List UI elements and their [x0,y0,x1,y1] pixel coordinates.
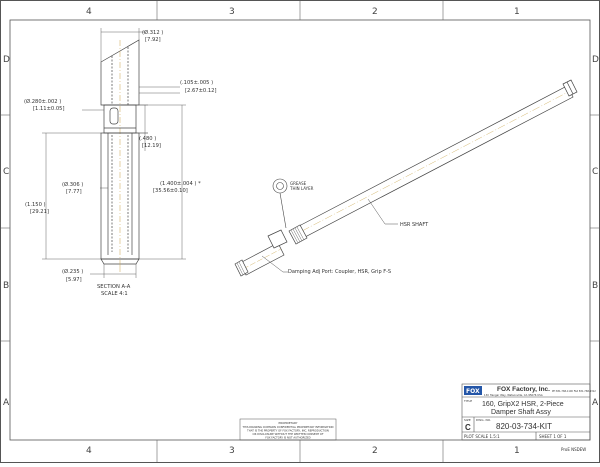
title-block [461,383,591,441]
company-phone: PH 831-768-1100 FAX 831-768-9312 [552,390,596,393]
sheet-count: SHEET 1 OF 1 [539,434,567,439]
zone-row-a-right: A [592,398,599,408]
grease-symbol [272,178,288,229]
hsr-shaft-label: HSR SHAFT [400,222,429,228]
section-view [100,39,140,272]
dim-dia-306: (Ø.306 ) [62,181,83,188]
company-address: 130 Hangar Way, Watsonville, CA 95076 US… [484,393,543,397]
zone-row-c-right: C [592,167,598,177]
zone-row-d-left: D [3,55,10,65]
callout-leaders [261,198,398,273]
confidential-box [239,418,337,441]
grease-label-1: GREASE [290,181,307,186]
shaft-assembly [234,79,578,277]
dim-d-top: (Ø.312 ) [142,29,163,36]
dim-len-1400: (1.400±.004 ) * [160,181,201,187]
grease-label-2: THIN LAYER [289,186,314,191]
damping-port-label: Damping Adj Port: Coupler, HSR, Grip F-S [288,269,391,275]
dim-len-1150: (1.150 ) [25,202,46,208]
dim-len-480: (.480 ) [139,136,156,142]
dim-len-480-mm: [12.19] [142,143,161,149]
fox-logo: FOX [466,388,480,395]
dwg-label: DWG. NO. [476,418,491,422]
zone-row-d-right: D [592,55,599,65]
dim-len-1150-mm: [29.21] [30,209,49,215]
confidential-line1: PROPRIETARY [279,421,298,425]
zone-row-b-right: B [592,281,598,291]
zone-row-c-left: C [3,167,9,177]
company-name: FOX Factory, Inc. [497,386,550,393]
zone-col-4-bottom: 4 [86,446,92,456]
section-label: SECTION A-A [97,284,131,290]
drawing-title-line2: Damper Shaft Assy [491,409,551,416]
section-scale: SCALE 4:1 [101,291,128,297]
zone-row-a-left: A [3,398,10,408]
zone-col-3-bottom: 3 [229,446,235,456]
zone-col-2-bottom: 2 [372,446,378,456]
zone-col-1-bottom: 1 [514,446,520,456]
size-label: SIZE [464,418,471,422]
title-label: TITLE [463,399,472,403]
dim-d-bottom-mm: [5.97] [66,277,82,283]
dim-bore: (Ø.280±.002 ) [24,98,61,105]
zone-col-2-top: 2 [372,7,378,17]
dim-wall: (.105±.005 ) [180,80,213,86]
section-dimension-lines [42,28,186,278]
confidential-line3: THAT IS THE PROPERTY OF FOX FACTORY, INC… [247,429,329,433]
confidential-line4: OR DISCLOSURE WITHOUT THE WRITTEN CONSEN… [253,432,324,436]
proe-label: ProE NSDEW [561,447,586,452]
zone-col-3-top: 3 [229,7,235,17]
sheet-size: C [465,423,471,432]
drawing-title-line1: 160, GripX2 HSR, 2-Piece [482,401,564,408]
confidential-line5: FOX FACTORY IS NOT AUTHORIZED [265,436,310,440]
dim-dia-306-mm: [7.77] [66,189,82,195]
dim-wall-mm: [2.67±0.12] [185,88,217,94]
zone-col-1-top: 1 [514,7,520,17]
dim-len-1400-mm: [35.56±0.10] [153,188,188,194]
zone-row-b-left: B [3,281,9,291]
dim-bore-mm: [1.11±0.05] [33,106,65,112]
plot-scale: PLOT SCALE 1.5:1 [464,434,500,439]
part-number: 820-03-734-KIT [496,422,552,431]
zone-col-4-top: 4 [86,7,92,17]
dim-d-bottom: (Ø.235 ) [62,268,83,275]
dim-d-top-mm: [7.92] [145,37,161,43]
confidential-line2: THIS DRAWING CONTAINS CONFIDENTIAL PROPR… [243,425,334,429]
